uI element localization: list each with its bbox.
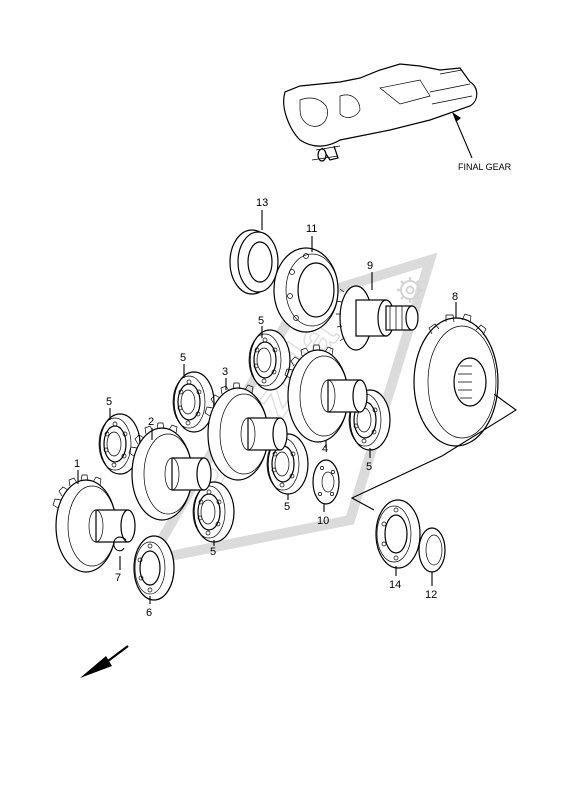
part-12-ring xyxy=(418,527,446,573)
part-5-bearing-a xyxy=(248,329,291,391)
callout-9: 9 xyxy=(367,260,373,272)
callout-8: 8 xyxy=(452,291,458,303)
callout-6: 6 xyxy=(146,607,152,619)
part-11-bearing xyxy=(273,247,339,333)
part-10-washer xyxy=(312,459,340,505)
callout-5-b: 5 xyxy=(180,352,186,364)
callout-14: 14 xyxy=(389,579,401,591)
callout-2: 2 xyxy=(148,416,154,428)
part-9-sleeve xyxy=(336,285,419,351)
part-13-oil-seal xyxy=(229,229,279,295)
gear-icon xyxy=(397,277,423,303)
callout-7: 7 xyxy=(115,572,121,584)
callout-5-e: 5 xyxy=(210,546,216,558)
callout-5-a: 5 xyxy=(258,315,264,327)
callout-10: 10 xyxy=(317,515,329,527)
part-7-circlip xyxy=(113,536,127,552)
callout-4: 4 xyxy=(322,443,328,455)
callout-11: 11 xyxy=(306,223,317,235)
callout-5-c: 5 xyxy=(106,396,112,408)
part-8-gear xyxy=(413,313,499,447)
part-1-gear xyxy=(52,474,136,573)
callout-5-f: 5 xyxy=(366,461,372,473)
arrow-down-left-icon xyxy=(80,645,129,678)
callout-1: 1 xyxy=(74,458,80,470)
final-gear-housing xyxy=(283,63,478,162)
final-gear-caption: FINAL GEAR xyxy=(458,162,512,172)
callout-13: 13 xyxy=(256,197,268,209)
part-14-bearing xyxy=(375,499,421,569)
part-5-bearing-e xyxy=(192,481,235,543)
part-6-bearing xyxy=(133,535,175,601)
part-5-bearing-b xyxy=(172,371,215,433)
callout-3: 3 xyxy=(222,366,228,378)
callout-12: 12 xyxy=(425,589,437,601)
callout-5-d: 5 xyxy=(284,501,290,513)
